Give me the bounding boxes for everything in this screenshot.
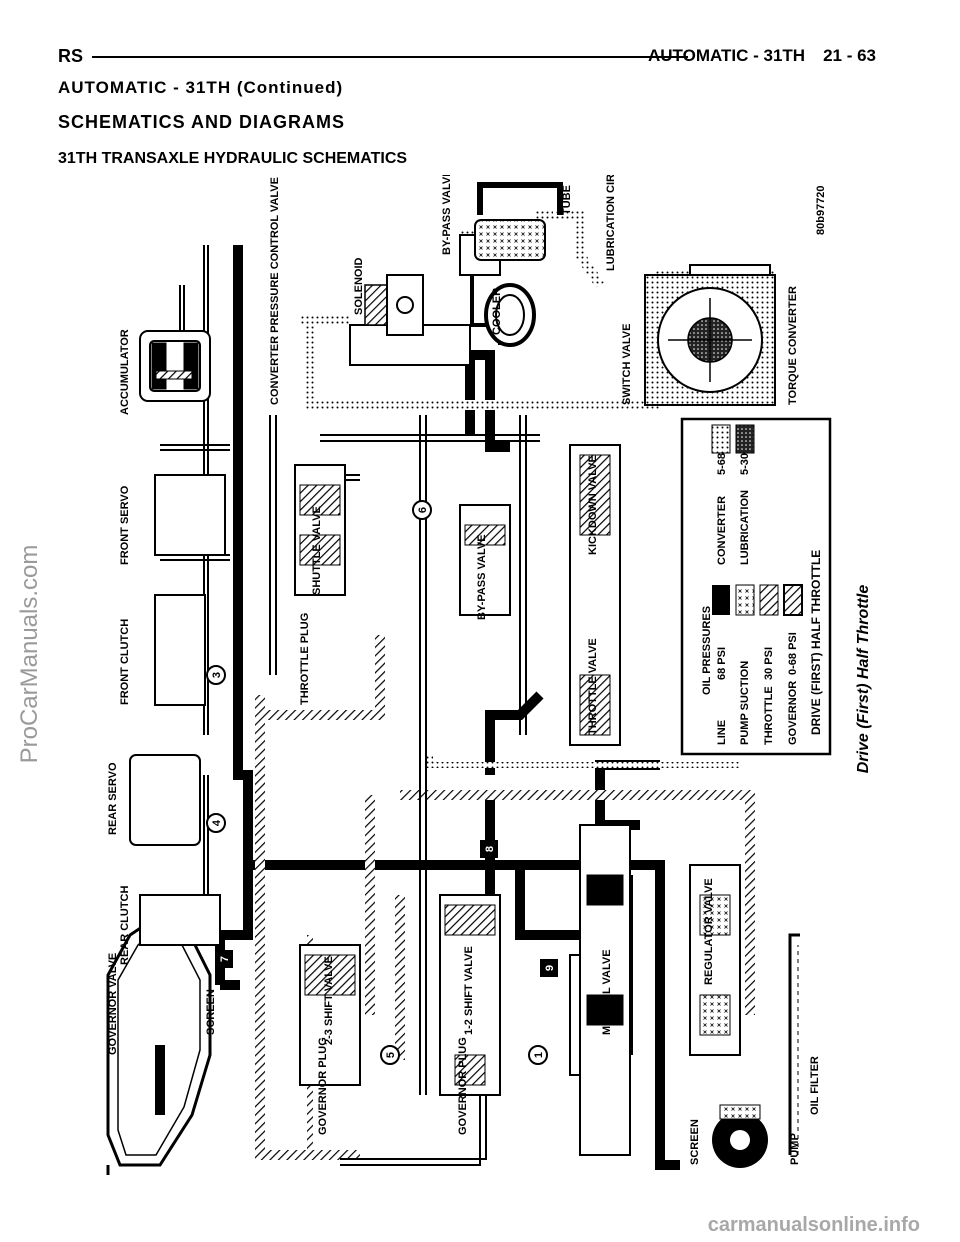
label-manual-valve: MANUAL VALVE	[601, 949, 613, 1035]
label-pump: PUMP	[789, 1133, 801, 1165]
figure-caption: Drive (First) Half Throttle	[854, 560, 874, 800]
label-rear-servo: REAR SERVO	[107, 762, 119, 835]
section-title: SCHEMATICS AND DIAGRAMS	[58, 112, 345, 132]
figure-code: 80b97720	[815, 185, 827, 235]
label-governor-plug-a: GOVERNOR PLUG	[317, 1037, 329, 1135]
label-2-3-shift-valve: 2-3 SHIFT VALVE	[323, 956, 335, 1045]
label-oil-filter: OIL FILTER	[809, 1056, 821, 1115]
watermark-bottom: carmanualsonline.info	[707, 1214, 920, 1236]
label-tube: TUBE	[561, 185, 573, 215]
header-section-title: AUTOMATIC - 31TH	[647, 46, 806, 65]
label-throttle-plug: THROTTLE PLUG	[299, 613, 311, 705]
label-solenoid: SOLENOID	[353, 257, 365, 315]
circuit-number: 3	[211, 672, 223, 678]
header-page-number: 21 - 63	[823, 46, 876, 65]
label-governor-valve: GOVERNOR VALVE	[107, 953, 119, 1055]
circuit-number: 6	[417, 507, 429, 513]
header-section: AUTOMATIC - 31TH 21 - 63	[648, 46, 876, 66]
pump-and-filter	[712, 933, 800, 1168]
legend-throttle-value: 30 PSI	[763, 647, 775, 680]
figure-caption-text: Drive (First) Half Throttle	[855, 584, 872, 774]
label-shuttle-valve: SHUTTLE VALVE	[311, 506, 323, 595]
circuit-number: 7	[219, 956, 231, 962]
header-model: RS	[58, 46, 84, 66]
watermark-side: ProCarManuals.com	[10, 500, 50, 800]
circuit-number: 8	[484, 846, 496, 852]
label-switch-valve: SWITCH VALVE	[621, 324, 633, 405]
label-front-clutch: FRONT CLUTCH	[119, 619, 131, 705]
circuit-number: 9	[544, 965, 556, 971]
component-labels: ACCUMULATOR CONVERTER PRESSURE CONTROL V…	[107, 175, 827, 1165]
schematic-svg: 3 4 6 5 1 7 8 9 2 ACCUMULATOR CONVERTER …	[106, 175, 832, 1175]
legend-throttle-label: THROTTLE	[763, 686, 775, 745]
label-kickdown-valve: KICKDOWN VALVE	[587, 455, 599, 555]
header-rule	[92, 56, 688, 58]
label-bypass-valve: BY-PASS VALVE	[476, 534, 488, 620]
torque-converter	[644, 274, 776, 406]
circuit-number-hidden: 2	[200, 176, 206, 188]
label-converter-pressure-control-valve: CONVERTER PRESSURE CONTROL VALVE	[269, 177, 281, 405]
outer-pipes	[106, 913, 212, 1175]
circuit-number: 1	[533, 1052, 545, 1058]
legend-governor-label: GOVERNOR	[787, 681, 799, 745]
label-lubrication-circuit: LUBRICATION CIRCUIT	[605, 175, 617, 271]
label-governor-plug-b: GOVERNOR PLUG	[457, 1037, 469, 1135]
legend-governor-value: 0-68 PSI	[787, 632, 799, 675]
circuit-numbers: 3 4 6 5 1 7 8 9 2	[200, 176, 558, 1065]
hydraulic-schematic: 3 4 6 5 1 7 8 9 2 ACCUMULATOR CONVERTER …	[100, 175, 880, 1175]
circuit-number: 4	[211, 819, 223, 826]
solenoid	[364, 274, 424, 336]
label-screen-bottom: SCREEN	[689, 1119, 701, 1165]
label-cooler: COOLER	[491, 288, 503, 335]
label-bypass-valve-top: BY-PASS VALVE	[441, 175, 453, 255]
legend-heading: OIL PRESSURES	[701, 606, 713, 695]
legend-lubrication-label: LUBRICATION	[739, 490, 751, 565]
valve-spools	[151, 342, 731, 1086]
label-rear-clutch: REAR CLUTCH	[119, 886, 131, 965]
section-continued: AUTOMATIC - 31TH (Continued)	[58, 78, 344, 97]
legend-box: OIL PRESSURES LINE 68 PSI CONVERTER 5-68…	[680, 417, 832, 756]
page-header: RS AUTOMATIC - 31TH 21 - 63	[58, 42, 876, 72]
cooler	[474, 219, 546, 347]
label-regulator-valve: REGULATOR VALVE	[703, 878, 715, 985]
label-accumulator: ACCUMULATOR	[119, 329, 131, 415]
subsection-title: 31TH TRANSAXLE HYDRAULIC SCHEMATICS	[58, 150, 408, 167]
legend-converter-label: CONVERTER	[716, 496, 728, 565]
label-screen-top: SCREEN	[205, 989, 217, 1035]
legend-title: DRIVE (FIRST) HALF THROTTLE	[809, 550, 823, 735]
circuit-number: 5	[385, 1052, 397, 1058]
legend-line-label: LINE	[716, 720, 728, 745]
legend-line-value: 68 PSI	[716, 647, 728, 680]
legend-pump-suction-label: PUMP SUCTION	[739, 661, 751, 745]
watermark-side-text: ProCarManuals.com	[16, 544, 43, 764]
label-1-2-shift-valve: 1-2 SHIFT VALVE	[463, 946, 475, 1035]
label-torque-converter: TORQUE CONVERTER	[787, 286, 799, 405]
label-throttle-valve: THROTTLE VALVE	[587, 638, 599, 735]
label-front-servo: FRONT SERVO	[119, 485, 131, 565]
